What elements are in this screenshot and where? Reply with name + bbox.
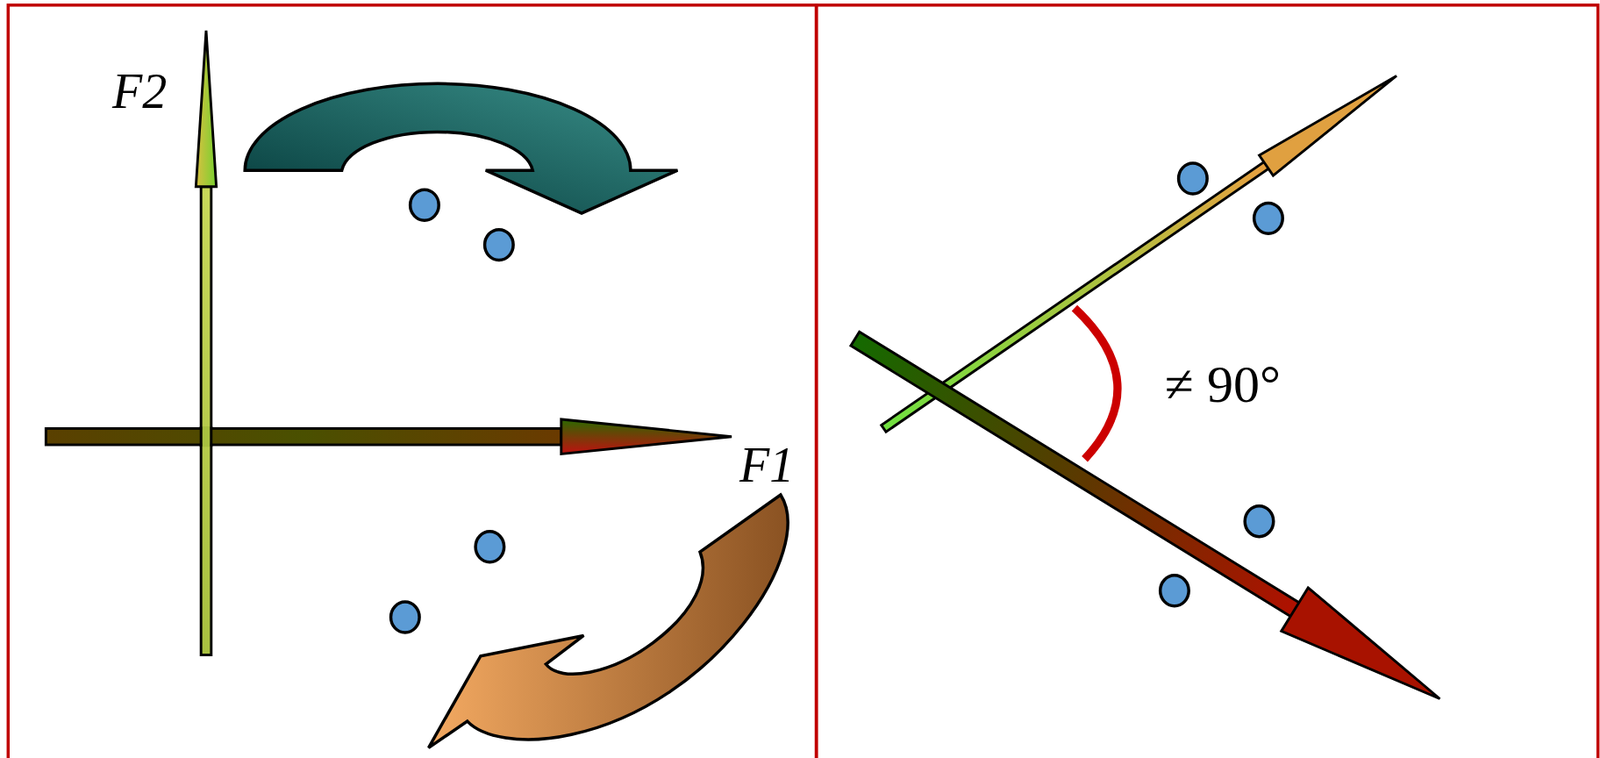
force-arrow [201, 426, 210, 447]
force-arrow [209, 426, 213, 447]
panel-border [7, 5, 816, 758]
force-label: F1 [739, 440, 794, 490]
force-label: F2 [112, 66, 167, 116]
angle-label: ≠ 90° [1164, 357, 1281, 411]
force-arrow [842, 316, 1454, 721]
force-arrow [45, 419, 732, 455]
rotation-arrow [244, 83, 678, 214]
force-arrow [200, 426, 203, 447]
force-arrow [195, 30, 216, 656]
force-arrow [876, 65, 1403, 439]
angle-arc [1074, 307, 1118, 459]
panel-border [816, 5, 1599, 758]
rotation-arrow [428, 494, 789, 748]
point-dots [391, 163, 1284, 633]
